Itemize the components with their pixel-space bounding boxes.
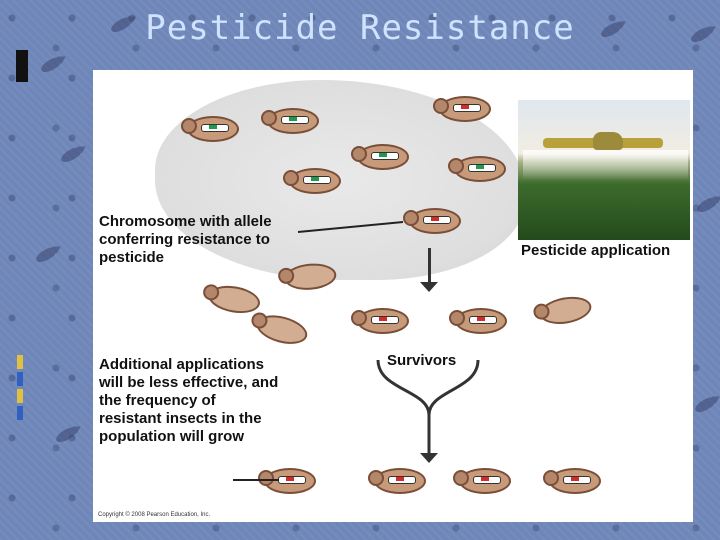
insect-resistant — [543, 462, 601, 494]
insect-resistant — [368, 462, 426, 494]
insect-resistant — [453, 462, 511, 494]
insect-resistant — [449, 302, 507, 334]
accent-bar — [16, 50, 28, 82]
diagram-arrows — [233, 221, 480, 481]
insect-susceptible — [351, 138, 409, 170]
arrow-head-icon — [420, 453, 438, 463]
survivors-label: Survivors — [387, 352, 457, 369]
chromosome-label: Chromosome with allele conferring resist… — [99, 213, 272, 266]
pesticide-label: Pesticide application — [521, 242, 671, 259]
chromosome-pointer — [297, 221, 404, 233]
insect-susceptible — [283, 162, 341, 194]
down-arrow — [428, 248, 431, 284]
insect-susceptible — [181, 110, 239, 142]
spray-mist — [523, 150, 688, 180]
arrow-head-icon — [420, 282, 438, 292]
figure-panel: Chromosome with allele conferring resist… — [93, 70, 693, 522]
airplane-icon — [593, 132, 623, 150]
accent-ticks — [17, 355, 23, 423]
insect-resistant — [433, 90, 491, 122]
slide-title: Pesticide Resistance — [145, 8, 575, 48]
insect-resistant — [403, 202, 461, 234]
copyright-text: Copyright © 2008 Pearson Education, Inc. — [98, 512, 211, 518]
insect-resistant — [351, 302, 409, 334]
insect-susceptible — [448, 150, 506, 182]
insect-susceptible — [261, 102, 319, 134]
additional-applications-label: Additional applications will be less eff… — [99, 356, 279, 445]
